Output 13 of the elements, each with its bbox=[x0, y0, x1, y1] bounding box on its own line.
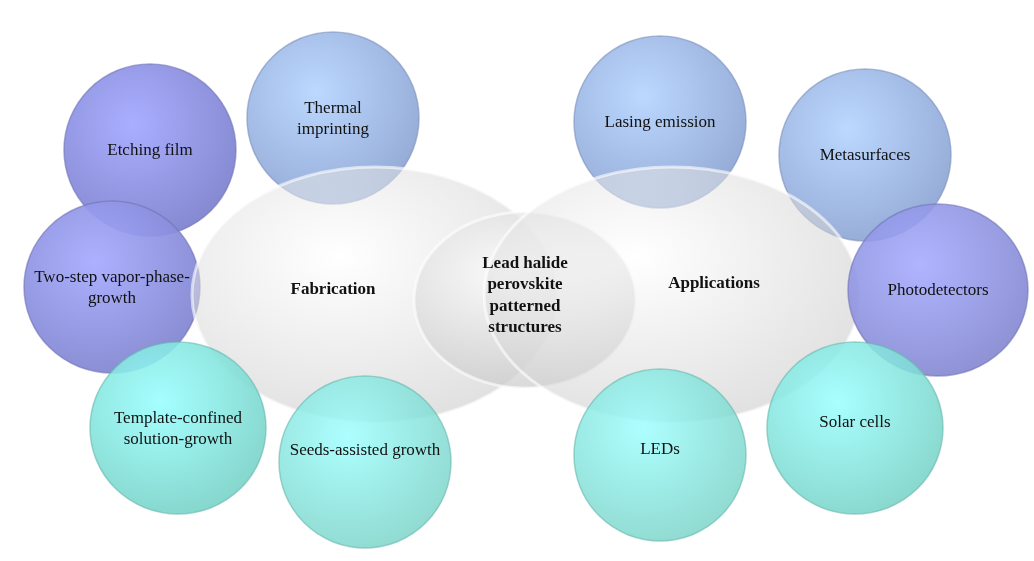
node-label: Lead halide perovskite patterned structures bbox=[481, 251, 569, 337]
node-label: Seeds-assisted growth bbox=[288, 439, 442, 461]
node-label: Applications bbox=[667, 272, 761, 294]
node-label: Photodetectors bbox=[886, 279, 990, 301]
node-label: Template-confined solution-growth bbox=[112, 406, 244, 450]
node-label: Lasing emission bbox=[603, 111, 717, 133]
node-label: Metasurfaces bbox=[818, 144, 912, 166]
node-label: LEDs bbox=[639, 438, 681, 460]
node-label: Fabrication bbox=[289, 278, 377, 300]
node-label: Solar cells bbox=[818, 411, 892, 433]
node-label: Two-step vapor-phase-growth bbox=[33, 265, 191, 309]
node-label: Etching film bbox=[106, 139, 194, 161]
node-label: Thermal imprinting bbox=[296, 96, 370, 140]
